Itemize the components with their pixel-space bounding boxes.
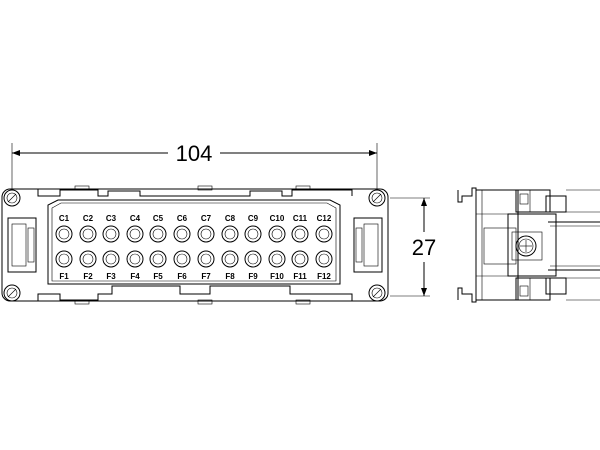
pin-contact-icon (79, 250, 97, 268)
pin-label: C3 (106, 214, 117, 223)
pin-contact-icon (268, 225, 286, 243)
pin-row-f (55, 250, 333, 268)
pin-label: C2 (83, 214, 94, 223)
pin-contact-icon (149, 225, 167, 243)
pin-label: F3 (106, 272, 116, 281)
insert-side-view (457, 187, 600, 303)
pin-contact-icon (173, 250, 191, 268)
pin-label: F11 (293, 272, 307, 281)
pin-label: F9 (248, 272, 258, 281)
fixing-screw-icon (368, 189, 386, 207)
pin-label: C9 (248, 214, 259, 223)
width-dimension-label: 104 (176, 141, 213, 166)
bottom-row-labels: F1 F2 F3 F4 F5 F6 F7 F8 F9 F10 F11 F12 (59, 272, 331, 281)
top-row-labels: C1 C2 C3 C4 C5 C6 C7 C8 C9 C10 C11 C12 (59, 214, 332, 223)
pin-label: F4 (130, 272, 140, 281)
pin-contact-icon (173, 225, 191, 243)
pin-contact-icon (55, 225, 73, 243)
pin-contact-icon (197, 250, 215, 268)
pin-contact-icon (149, 250, 167, 268)
pin-label: C6 (177, 214, 188, 223)
fixing-screw-icon (368, 284, 386, 302)
pin-label: C7 (201, 214, 212, 223)
pin-label: F12 (317, 272, 331, 281)
pin-contact-icon (315, 225, 333, 243)
pin-label: C8 (225, 214, 236, 223)
pin-label: F8 (225, 272, 235, 281)
pin-contact-icon (102, 250, 120, 268)
fixing-screw-icon (3, 189, 21, 207)
pin-contact-icon (126, 225, 144, 243)
pin-contact-icon (315, 250, 333, 268)
pin-label: F6 (177, 272, 187, 281)
pin-contact-icon (102, 225, 120, 243)
pin-contact-icon (268, 250, 286, 268)
pin-label: F1 (59, 272, 69, 281)
pin-label: F2 (83, 272, 93, 281)
pin-contact-icon (291, 250, 309, 268)
pin-label: F7 (201, 272, 211, 281)
pin-label: C11 (293, 214, 308, 223)
pin-contact-icon (79, 225, 97, 243)
pin-contact-icon (55, 250, 73, 268)
pin-contact-icon (221, 250, 239, 268)
pin-contact-icon (221, 225, 239, 243)
height-dimension: 27 (390, 197, 436, 297)
pin-contact-icon (126, 250, 144, 268)
pin-contact-icon (244, 250, 262, 268)
fixing-screw-icon (3, 284, 21, 302)
pin-label: C12 (317, 214, 332, 223)
width-dimension: 104 (11, 141, 378, 190)
pin-label: C5 (153, 214, 164, 223)
pin-row-c (55, 225, 333, 243)
pin-label: F5 (153, 272, 163, 281)
pin-label: C4 (130, 214, 141, 223)
pin-label: C1 (59, 214, 70, 223)
pin-contact-icon (197, 225, 215, 243)
terminal-screw-icon (515, 235, 537, 257)
pin-label: C10 (270, 214, 285, 223)
insert-front-view: C1 C2 C3 C4 C5 C6 C7 C8 C9 C10 C11 C12 F… (1, 185, 389, 305)
pin-label: F10 (270, 272, 284, 281)
pin-contact-icon (244, 225, 262, 243)
height-dimension-label: 27 (412, 235, 436, 260)
pin-contact-icon (291, 225, 309, 243)
